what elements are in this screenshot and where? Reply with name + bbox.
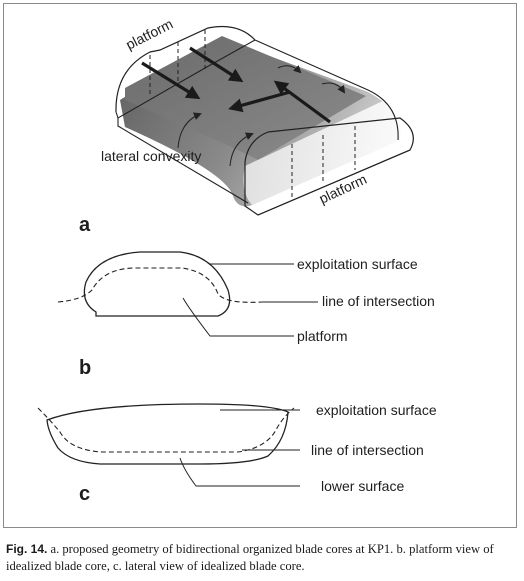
label-intersection-b: line of intersection	[322, 293, 435, 309]
panel-letter-c: c	[79, 483, 90, 505]
front-dashed-lines	[291, 126, 356, 198]
panel-b: exploitation surface line of intersectio…	[57, 251, 435, 379]
caption-label: Fig. 14.	[6, 542, 48, 556]
label-intersection-c: line of intersection	[311, 442, 424, 458]
platform-frame-front	[257, 149, 411, 216]
platform-outline-back	[115, 25, 256, 113]
diagram: platform lateral convexity platform a ex…	[37, 15, 437, 505]
convexity-arrows	[177, 64, 346, 167]
label-platform-b: platform	[297, 328, 348, 344]
intersection-line-c	[37, 407, 295, 453]
platform-frame-back	[115, 39, 256, 119]
label-exploitation-c: exploitation surface	[316, 402, 437, 418]
platform-outline-front	[244, 117, 414, 216]
intersection-line-b	[57, 267, 263, 303]
leaders-b	[182, 263, 318, 337]
leaders-c	[179, 409, 300, 487]
top-dashed-lines	[149, 30, 206, 95]
panel-letter-b: b	[79, 357, 91, 379]
block-base-left	[117, 118, 249, 204]
caption-text: a. proposed geometry of bidirectional or…	[6, 542, 494, 573]
label-exploitation-b: exploitation surface	[297, 256, 418, 272]
core-outline-b	[83, 251, 231, 317]
figure-caption: Fig. 14. a. proposed geometry of bidirec…	[6, 541, 518, 575]
label-lateral-convexity: lateral convexity	[101, 148, 201, 164]
block-right-edge	[254, 39, 399, 141]
block-end-face	[243, 100, 404, 205]
removal-arrows	[141, 46, 331, 124]
label-lower-c: lower surface	[321, 478, 404, 494]
block-top-face	[125, 36, 366, 160]
label-platform-bottom: platform	[317, 171, 370, 207]
panel-c: exploitation surface line of intersectio…	[37, 402, 437, 505]
core-outline-c	[46, 403, 289, 465]
panel-a: platform lateral convexity platform a	[79, 15, 414, 236]
panel-letter-a: a	[79, 214, 91, 236]
